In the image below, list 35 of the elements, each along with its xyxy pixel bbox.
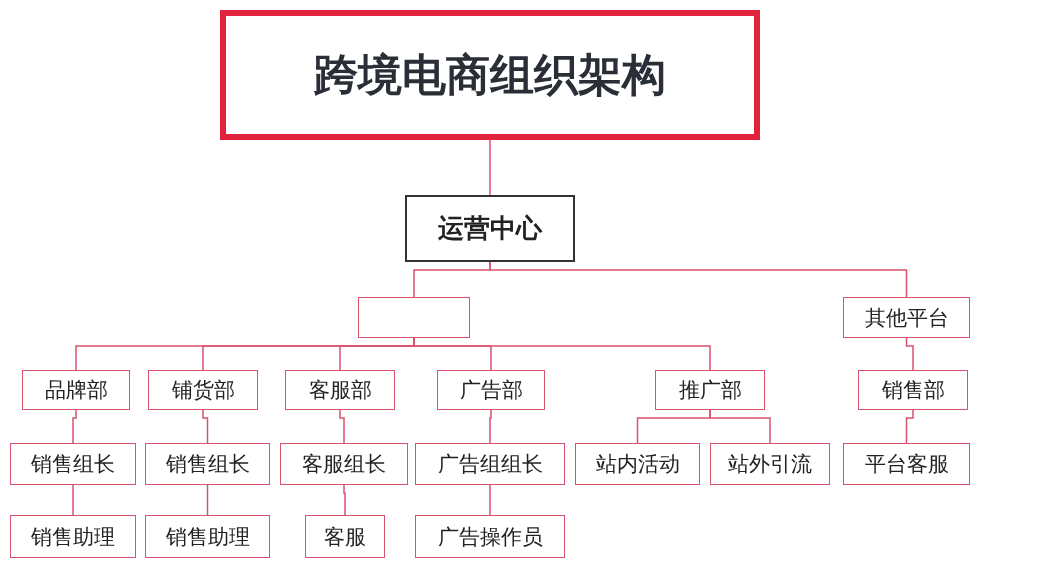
connector-line [72, 409, 77, 444]
department-box: 广告组组长 [415, 443, 565, 485]
connector-line [489, 409, 492, 444]
department-box: 客服 [305, 515, 385, 558]
department-box: 平台客服 [843, 443, 970, 485]
connector-line [489, 139, 491, 196]
department-box: 客服组长 [280, 443, 408, 485]
department-box: 广告操作员 [415, 515, 565, 558]
department-box: 站外引流 [710, 443, 830, 485]
connector-line [709, 409, 771, 444]
center-box: 运营中心 [405, 195, 575, 262]
connector-line [489, 484, 491, 516]
department-box: 其他平台 [843, 297, 970, 338]
department-box: 销售组长 [145, 443, 270, 485]
connector-line [72, 484, 74, 516]
title-box: 跨境电商组织架构 [220, 10, 760, 140]
department-box: 销售助理 [145, 515, 270, 558]
connector-line [905, 409, 914, 444]
department-box: 站内活动 [575, 443, 700, 485]
connector-line [206, 484, 209, 516]
connector-line [202, 409, 209, 444]
connector-line [413, 337, 711, 371]
connector-line [339, 409, 345, 444]
department-box: 广告部 [437, 370, 545, 410]
connector-line [489, 261, 908, 298]
department-box: 销售组长 [10, 443, 136, 485]
department-box: 推广部 [655, 370, 765, 410]
department-box: 品牌部 [22, 370, 130, 410]
connector-line [905, 337, 914, 371]
department-box: 销售助理 [10, 515, 136, 558]
department-box: 销售部 [858, 370, 968, 410]
department-box: 铺货部 [148, 370, 258, 410]
connector-line [343, 484, 346, 516]
empty-box [358, 297, 470, 338]
department-box: 客服部 [285, 370, 395, 410]
